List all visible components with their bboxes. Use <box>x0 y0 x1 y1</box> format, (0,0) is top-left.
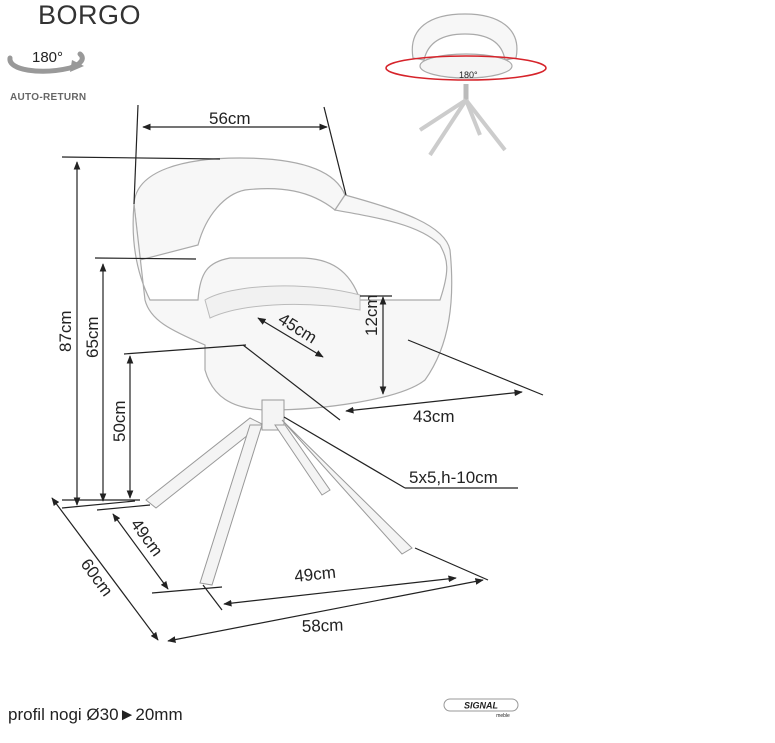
label-total-width: 58cm <box>301 616 343 636</box>
product-title: BORGO <box>38 0 142 30</box>
rotation-angle: 180° <box>32 49 63 66</box>
thumbnail-rotation-ellipse <box>385 55 547 81</box>
label-height-armrest: 65cm <box>83 316 102 358</box>
label-base-depth: 49cm <box>127 515 167 560</box>
logo-sub: meble <box>496 713 510 718</box>
thumbnail-chair-back <box>411 13 518 61</box>
leg-profile-note: profil nogi Ø30►20mm <box>8 705 183 724</box>
dim-line-total-width <box>167 578 484 643</box>
label-base-width: 49cm <box>293 563 336 586</box>
label-armrest-height: 12cm <box>362 294 381 336</box>
arrow-head-icon <box>70 60 84 72</box>
label-height-seat: 50cm <box>110 400 129 442</box>
label-seat-width: 43cm <box>413 407 455 426</box>
chair-backrest <box>133 157 346 261</box>
label-total-depth: 60cm <box>77 555 117 600</box>
dim-line-total-depth <box>51 497 159 641</box>
dim-line-base-width <box>223 575 457 607</box>
thumbnail-seat <box>419 53 513 79</box>
dim-line-seat-depth <box>257 317 324 358</box>
label-leg-profile: 5x5,h-10cm <box>409 468 498 487</box>
label-width-top: 56cm <box>209 109 251 128</box>
thumbnail-angle: 180° <box>459 70 478 80</box>
thumbnail-chair: 180° <box>385 13 547 157</box>
auto-return-label: AUTO-RETURN <box>10 92 87 103</box>
signal-logo: SIGNAL meble <box>443 698 519 718</box>
chair-legs <box>145 399 413 586</box>
chair-seat-cushion <box>204 285 361 319</box>
rotation-badge: 180° <box>7 49 85 74</box>
chair-illustration <box>132 157 453 586</box>
rotation-arrow-icon <box>7 51 85 74</box>
label-height-total: 87cm <box>56 310 75 352</box>
leg-profile-leader <box>283 416 406 489</box>
dimension-lines <box>51 104 544 643</box>
dim-line-seat-width <box>345 389 523 414</box>
logo-text: SIGNAL <box>464 701 498 711</box>
